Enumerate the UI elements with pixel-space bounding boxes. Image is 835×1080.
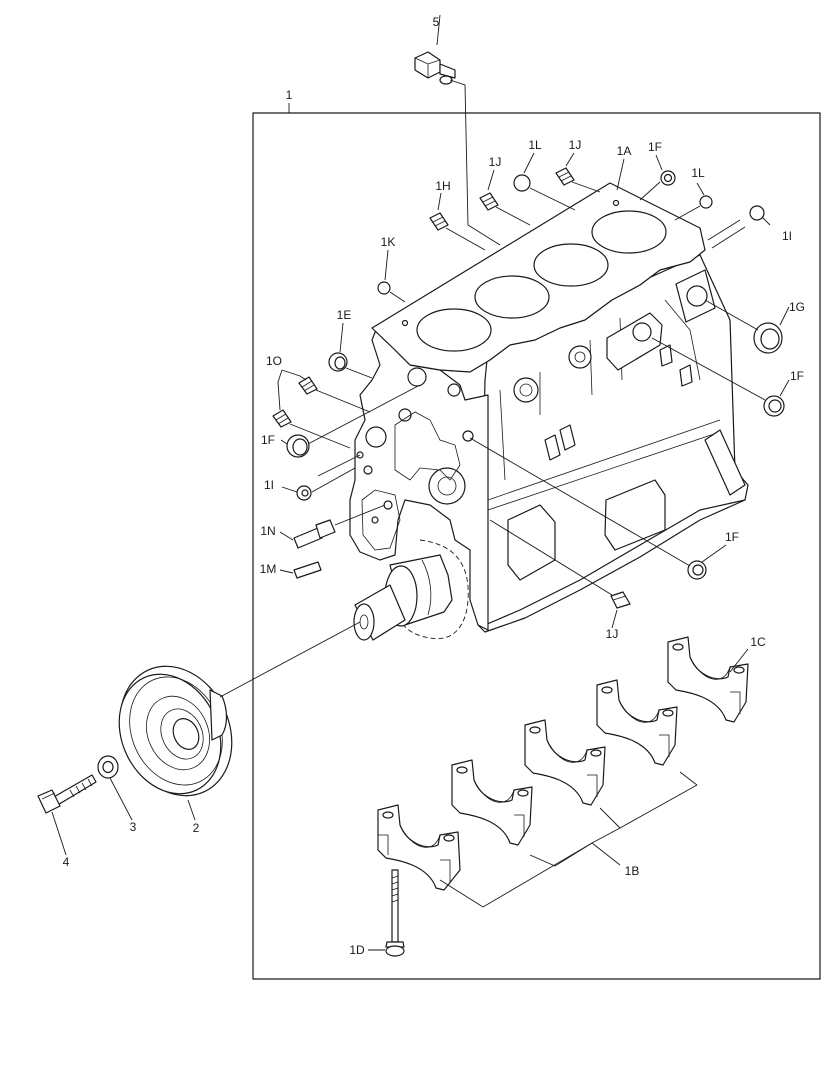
callout-1O: 1O: [266, 354, 282, 368]
callout-1F-left: 1F: [261, 433, 275, 447]
callout-4: 4: [63, 855, 70, 869]
bearing-cap-1: [377, 804, 461, 891]
cup-plug-1F-left: [286, 434, 310, 458]
plug-1K: [377, 281, 391, 295]
plug: [414, 51, 456, 85]
cup-plug-1E: [328, 352, 348, 372]
cup-plug-1F-right: [763, 395, 785, 417]
callout-1E: 1E: [337, 308, 352, 322]
cup-plug-1F-top: [660, 170, 676, 186]
callout-5: 5: [433, 15, 440, 29]
screw-1J-b: [555, 167, 575, 186]
callout-1C: 1C: [750, 635, 766, 649]
callout-1B: 1B: [625, 864, 640, 878]
callout-1F-top: 1F: [648, 140, 662, 154]
callout-1J-bottom: 1J: [606, 627, 619, 641]
pulley-bolt: [37, 774, 97, 814]
callout-labels: 5 1 1A 1L 1J 1F 1J 1L 1H 1I 1K 1G 1E 1O …: [63, 15, 805, 957]
screw-1H: [429, 212, 449, 231]
callout-1J-a: 1J: [489, 155, 502, 169]
plug-1I-left: [296, 485, 312, 501]
dowel-1N: [293, 519, 336, 549]
callout-1I-right: 1I: [782, 229, 792, 243]
plug-1L-b: [699, 195, 713, 209]
bearing-cap-bolt: [385, 869, 405, 957]
crankshaft-nose: [353, 554, 453, 641]
screw-1O-b: [272, 409, 292, 428]
callout-1G: 1G: [789, 300, 805, 314]
callout-1L-a: 1L: [528, 138, 542, 152]
screw-1J-bottom: [610, 591, 631, 609]
callout-2: 2: [193, 821, 200, 835]
callout-1I-left: 1I: [264, 478, 274, 492]
main-bearing-caps: [377, 636, 749, 891]
callout-1J-b: 1J: [569, 138, 582, 152]
cup-plug-1F-bottom: [687, 560, 707, 580]
callout-1L-b: 1L: [691, 166, 705, 180]
assembly-frame: [252, 112, 821, 980]
callout-1F-bottom: 1F: [725, 530, 739, 544]
callout-1F-right: 1F: [790, 369, 804, 383]
screw-1J-a: [479, 192, 499, 211]
callout-1: 1: [286, 88, 293, 102]
bearing-cap-3: [524, 719, 606, 806]
screw-1O-a: [298, 376, 318, 395]
cylinder-block: [349, 182, 749, 641]
bearing-cap-2: [451, 759, 533, 846]
bearing-cap-5: [667, 636, 749, 723]
callout-1D: 1D: [349, 943, 365, 957]
callout-3: 3: [130, 820, 137, 834]
bearing-cap-4: [596, 679, 678, 766]
plug-1L-a: [513, 174, 531, 192]
callout-1M: 1M: [260, 562, 277, 576]
callout-1N: 1N: [260, 524, 275, 538]
pin-1M: [293, 561, 322, 579]
callout-1K: 1K: [381, 235, 396, 249]
callout-1A: 1A: [617, 144, 632, 158]
washer: [97, 755, 119, 779]
cup-plug-1G: [753, 322, 783, 354]
plug-1I-right: [749, 205, 765, 221]
callout-1H: 1H: [435, 179, 450, 193]
leader-lines: [51, 14, 790, 951]
crankshaft-pulley: [118, 665, 233, 797]
